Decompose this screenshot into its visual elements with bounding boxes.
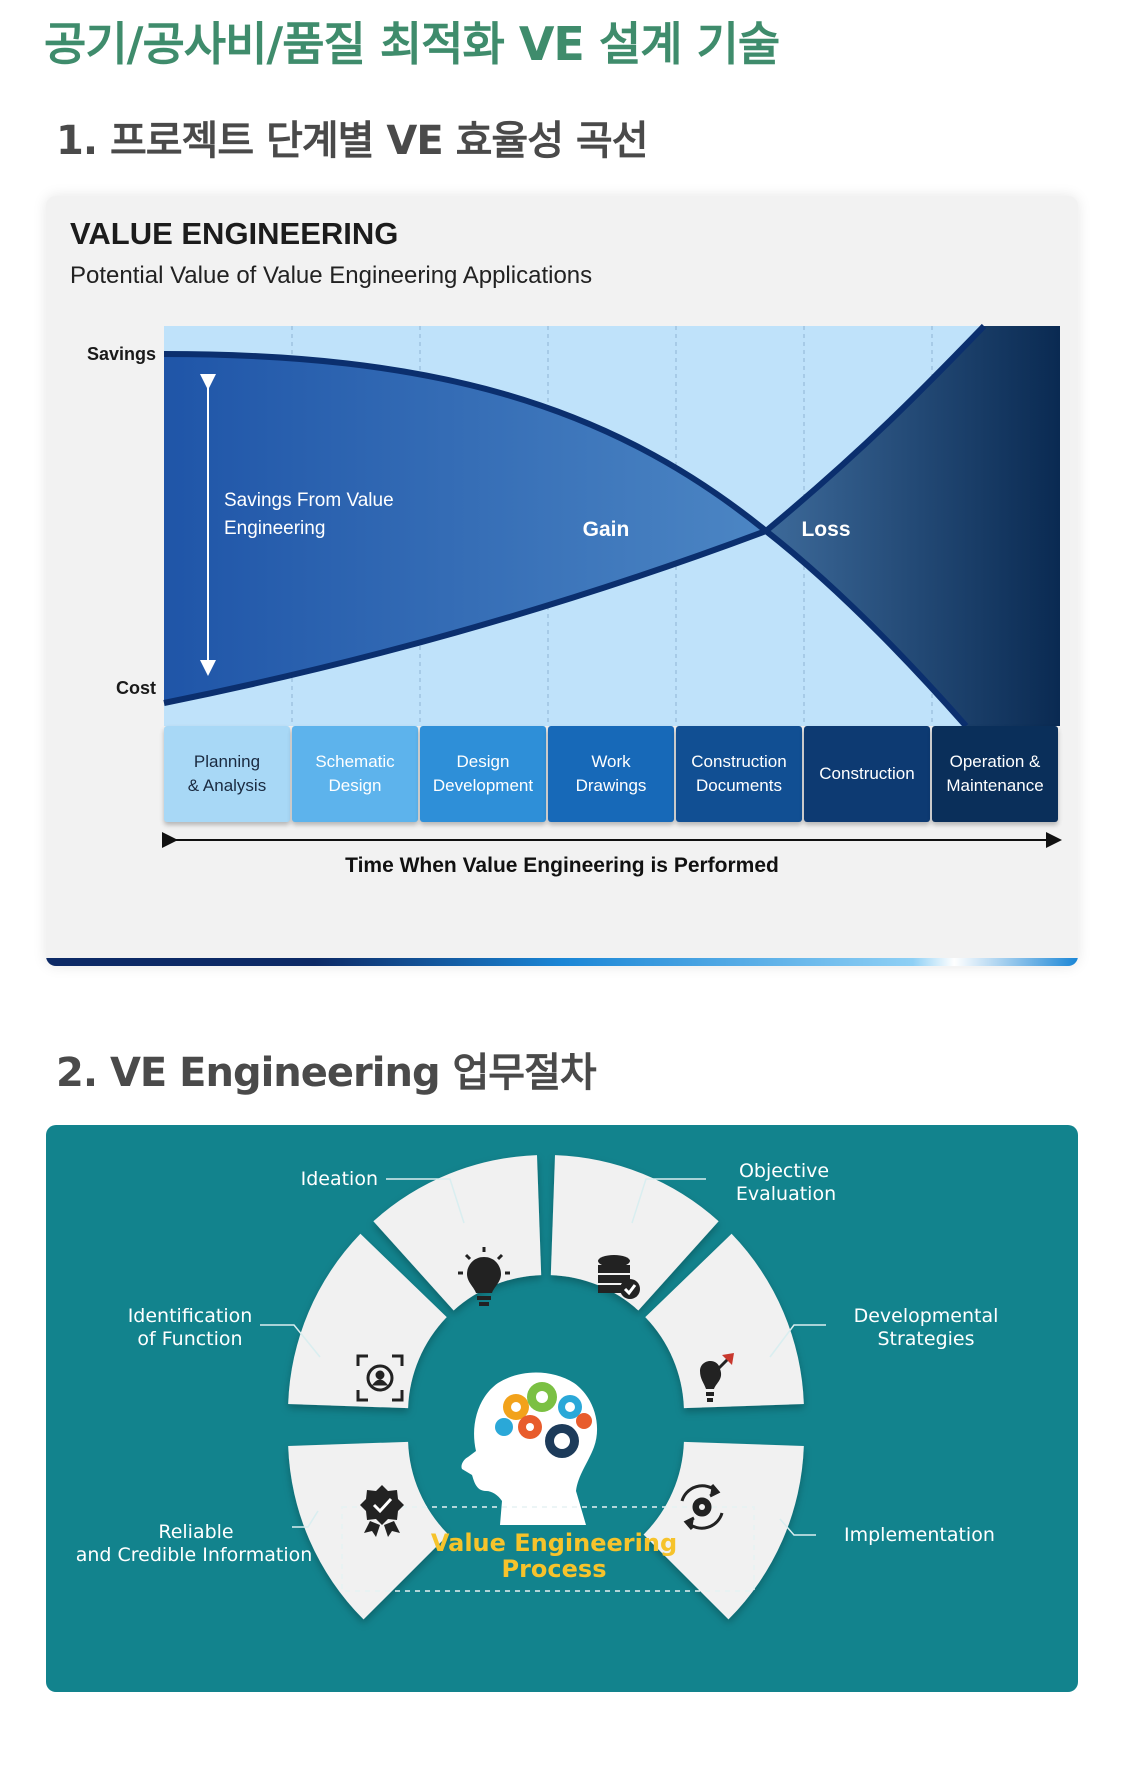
ve-curve-card: VALUE ENGINEERING Potential Value of Val…	[46, 196, 1078, 966]
target-person-icon	[356, 1354, 404, 1402]
cost-axis-label: Cost	[116, 678, 156, 698]
leader-line-objective	[631, 1178, 706, 1224]
phase-label-line1: Schematic	[315, 752, 395, 771]
phase-label-line2: Development	[432, 776, 534, 795]
leader-line-identification	[260, 1324, 321, 1358]
phase-label-line2: & Analysis	[187, 776, 267, 795]
step-label-identification-line1: Identification	[128, 1305, 253, 1327]
phase-label: Construction	[819, 762, 914, 786]
database-check-icon	[598, 1255, 640, 1299]
head-gears-icon	[461, 1372, 598, 1525]
step-label-reliable-line1: Reliable	[158, 1521, 233, 1543]
gain-region	[164, 354, 766, 703]
phase-label-line2: Drawings	[575, 776, 647, 795]
cost-curve	[163, 323, 987, 706]
phase-label-line2: Design	[328, 776, 382, 795]
phase-label-line2: Maintenance	[946, 776, 1044, 795]
leader-line-implementation	[779, 1518, 816, 1536]
lightbulb-icon	[458, 1247, 510, 1306]
ve-curve-chart: Savings Cost Savings From Value Engineer…	[87, 323, 1062, 848]
badge-check-icon	[360, 1485, 404, 1537]
segment-objective	[550, 1155, 719, 1311]
phase-box: Operation & Maintenance	[932, 726, 1058, 822]
chart-title: VALUE ENGINEERING	[70, 216, 399, 251]
ve-process-diagram: Value Engineering Process	[76, 1155, 999, 1620]
step-label-identification-line2: of Function	[137, 1328, 242, 1350]
step-label-ideation: Ideation	[301, 1168, 378, 1190]
phase-box: Construction	[804, 726, 930, 822]
chart-subtitle: Potential Value of Value Engineering App…	[70, 262, 593, 289]
savings-label-line1: Savings From Value	[224, 490, 394, 511]
card-accent-bar	[46, 958, 1078, 966]
ve-process-card: Value Engineering Process	[46, 1125, 1078, 1692]
step-label-reliable-line2: and Credible Information	[76, 1544, 313, 1566]
savings-label-line2: Engineering	[224, 518, 325, 539]
phase-label: Planning & Analysis	[188, 750, 266, 798]
phase-label: Operation & Maintenance	[946, 750, 1043, 798]
phase-label-line1: Design	[456, 752, 510, 771]
phase-label-line1: Planning	[193, 752, 261, 771]
loss-label: Loss	[801, 518, 850, 541]
leader-line-ideation	[386, 1178, 465, 1224]
phase-label-line2: Documents	[696, 776, 782, 795]
savings-curve	[163, 351, 969, 728]
phase-label-line1: Work	[591, 752, 631, 771]
segment-implementation	[643, 1441, 804, 1620]
phase-label-line1: Operation &	[949, 752, 1041, 771]
savings-axis-label: Savings	[87, 344, 156, 364]
phase-box: Planning & Analysis	[164, 726, 290, 822]
x-axis-title: Time When Value Engineering is Performed	[345, 854, 779, 877]
leader-line-reliable	[292, 1510, 319, 1528]
phase-label-line1: Construction	[691, 752, 787, 771]
segment-developmental	[645, 1233, 804, 1409]
gain-label: Gain	[583, 518, 630, 541]
step-label-developmental-line1: Developmental	[854, 1305, 999, 1327]
section-title-ve-curve: 1. 프로젝트 단계별 VE 효율성 곡선	[56, 118, 649, 164]
leader-line-developmental	[769, 1324, 826, 1358]
page-title: 공기/공사비/품질 최적화 VE 설계 기술	[44, 17, 780, 71]
segment-identification	[288, 1233, 447, 1409]
section-title-ve-process: 2. VE Engineering 업무절차	[56, 1050, 597, 1096]
step-label-implementation: Implementation	[844, 1524, 995, 1546]
growth-strategy-icon	[700, 1353, 734, 1402]
step-label-developmental-line2: Strategies	[877, 1328, 974, 1350]
center-title-line1: Value Engineering	[431, 1529, 677, 1557]
center-title-line2: Process	[502, 1555, 607, 1583]
phase-label-line1: Construction	[819, 764, 915, 783]
loss-region	[766, 326, 1060, 726]
center-title-frame	[341, 1506, 755, 1592]
gear-cycle-icon	[680, 1484, 724, 1530]
step-label-objective-line1: Objective	[739, 1160, 829, 1182]
step-label-objective-line2: Evaluation	[736, 1183, 836, 1205]
